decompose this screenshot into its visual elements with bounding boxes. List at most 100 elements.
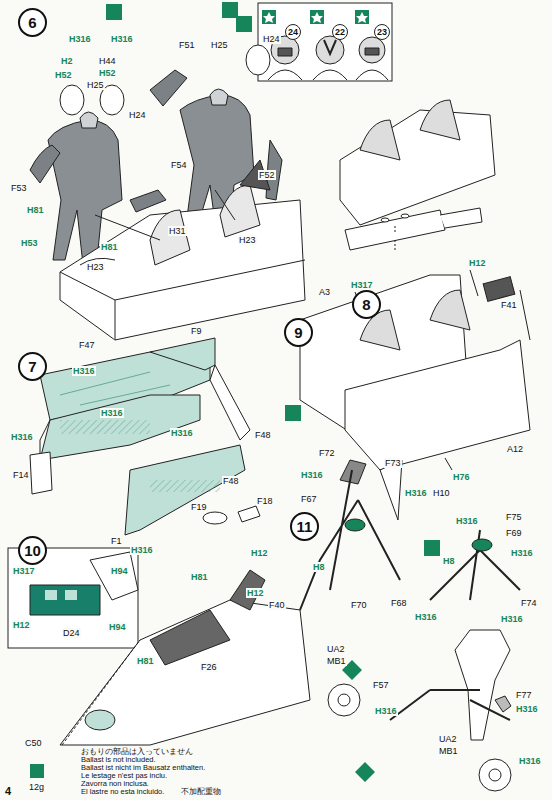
part-callout: F48 xyxy=(222,476,240,486)
part-callout: F47 xyxy=(78,340,96,350)
part-callout: H316 xyxy=(515,704,539,714)
part-callout: F9 xyxy=(190,326,203,336)
part-callout: F26 xyxy=(200,662,218,672)
part-callout: H12 xyxy=(246,588,265,598)
part-callout: H76 xyxy=(452,472,471,482)
part-callout: H81 xyxy=(100,242,119,252)
step-number: 9 xyxy=(284,318,313,347)
part-callout: H316 xyxy=(72,366,96,376)
part-callout: F51 xyxy=(178,40,196,50)
part-callout: F57 xyxy=(372,680,390,690)
part-callout: F14 xyxy=(12,470,30,480)
part-callout: H52 xyxy=(54,70,73,80)
part-callout: UA2 xyxy=(438,734,458,744)
part-callout: F52 xyxy=(258,170,276,180)
part-callout: H23 xyxy=(86,262,105,272)
part-callout: H25 xyxy=(86,80,105,90)
part-callout: H316 xyxy=(404,488,428,498)
part-callout: H81 xyxy=(136,656,155,666)
part-callout: H24 xyxy=(128,110,147,120)
part-callout: H81 xyxy=(26,205,45,215)
part-callout: 23 xyxy=(374,24,390,40)
step-number: 11 xyxy=(290,512,319,541)
part-callout: F74 xyxy=(520,598,538,608)
part-callout: F68 xyxy=(390,598,408,608)
step-number: 8 xyxy=(352,290,381,319)
part-callout: A12 xyxy=(506,444,524,454)
part-callout: H44 xyxy=(98,56,117,66)
step-label: 10 xyxy=(24,542,41,559)
step-label: 11 xyxy=(297,518,313,535)
step-number: 10 xyxy=(18,536,47,565)
part-callout: H52 xyxy=(98,68,117,78)
part-callout: C50 xyxy=(24,738,43,748)
part-callout: H316 xyxy=(500,614,524,624)
part-callout: F75 xyxy=(505,512,523,522)
part-callout: 12g xyxy=(28,782,45,792)
part-callout: F67 xyxy=(300,494,318,504)
part-callout: F40 xyxy=(268,600,286,610)
figure-inset xyxy=(258,3,392,81)
part-callout: F70 xyxy=(350,600,368,610)
part-callout: H2 xyxy=(60,56,74,66)
part-callout: H316 xyxy=(455,516,479,526)
part-callout: H31 xyxy=(168,226,187,236)
part-callout: A3 xyxy=(318,287,331,297)
part-callout: 24 xyxy=(285,24,301,40)
step-label: 6 xyxy=(28,14,36,31)
part-callout: H53 xyxy=(20,238,39,248)
note-text: El lastre no esta incluido. xyxy=(80,788,165,796)
part-callout: D24 xyxy=(62,628,81,638)
part-callout: F19 xyxy=(190,502,208,512)
part-callout: F73 xyxy=(384,458,402,468)
part-callout: H316 xyxy=(374,706,398,716)
note-text: 不加配重物 xyxy=(180,788,222,796)
part-callout: F41 xyxy=(500,300,518,310)
part-callout: H317 xyxy=(12,566,36,576)
part-callout: F77 xyxy=(515,690,533,700)
part-callout: H316 xyxy=(170,428,194,438)
fuselage-halves xyxy=(285,270,530,470)
part-callout: H317 xyxy=(350,280,374,290)
part-callout: H94 xyxy=(108,622,127,632)
part-callout: H23 xyxy=(238,235,257,245)
part-callout: H12 xyxy=(250,548,269,558)
part-callout: H316 xyxy=(414,612,438,622)
part-callout: H316 xyxy=(518,756,542,766)
part-callout: F69 xyxy=(505,528,523,538)
part-callout: H10 xyxy=(432,488,451,498)
part-callout: F48 xyxy=(254,430,272,440)
step-label: 7 xyxy=(28,358,36,375)
cockpit-assembly xyxy=(340,100,495,250)
note-text: Zavorra non inclusa. xyxy=(80,780,150,788)
part-callout: F18 xyxy=(256,496,274,506)
part-callout: F53 xyxy=(10,183,28,193)
nose-section xyxy=(8,548,310,778)
landing-gear xyxy=(300,460,520,791)
part-callout: MB1 xyxy=(326,656,347,666)
part-callout: H316 xyxy=(10,432,34,442)
step-number: 7 xyxy=(18,352,47,381)
pilot-heads xyxy=(262,10,388,80)
part-callout: H316 xyxy=(110,34,134,44)
note-text: おもりの部品は入っていません xyxy=(80,748,194,756)
part-callout: H8 xyxy=(442,556,456,566)
part-callout: H316 xyxy=(510,548,534,558)
part-callout: F54 xyxy=(170,160,188,170)
part-callout: UA2 xyxy=(326,644,346,654)
part-callout: H316 xyxy=(130,545,154,555)
note-text: Ballast is not included. xyxy=(80,756,157,764)
part-callout: H24 xyxy=(262,34,281,44)
part-callout: 22 xyxy=(332,24,348,40)
part-callout: H316 xyxy=(68,34,92,44)
part-callout: H316 xyxy=(100,408,124,418)
step-number: 6 xyxy=(18,8,47,37)
part-callout: F72 xyxy=(318,448,336,458)
part-callout: MB1 xyxy=(438,746,459,756)
console-parts xyxy=(30,338,260,535)
step-label: 9 xyxy=(294,324,302,341)
part-callout: H12 xyxy=(12,620,31,630)
part-callout: H94 xyxy=(110,566,129,576)
part-callout: H81 xyxy=(190,572,209,582)
